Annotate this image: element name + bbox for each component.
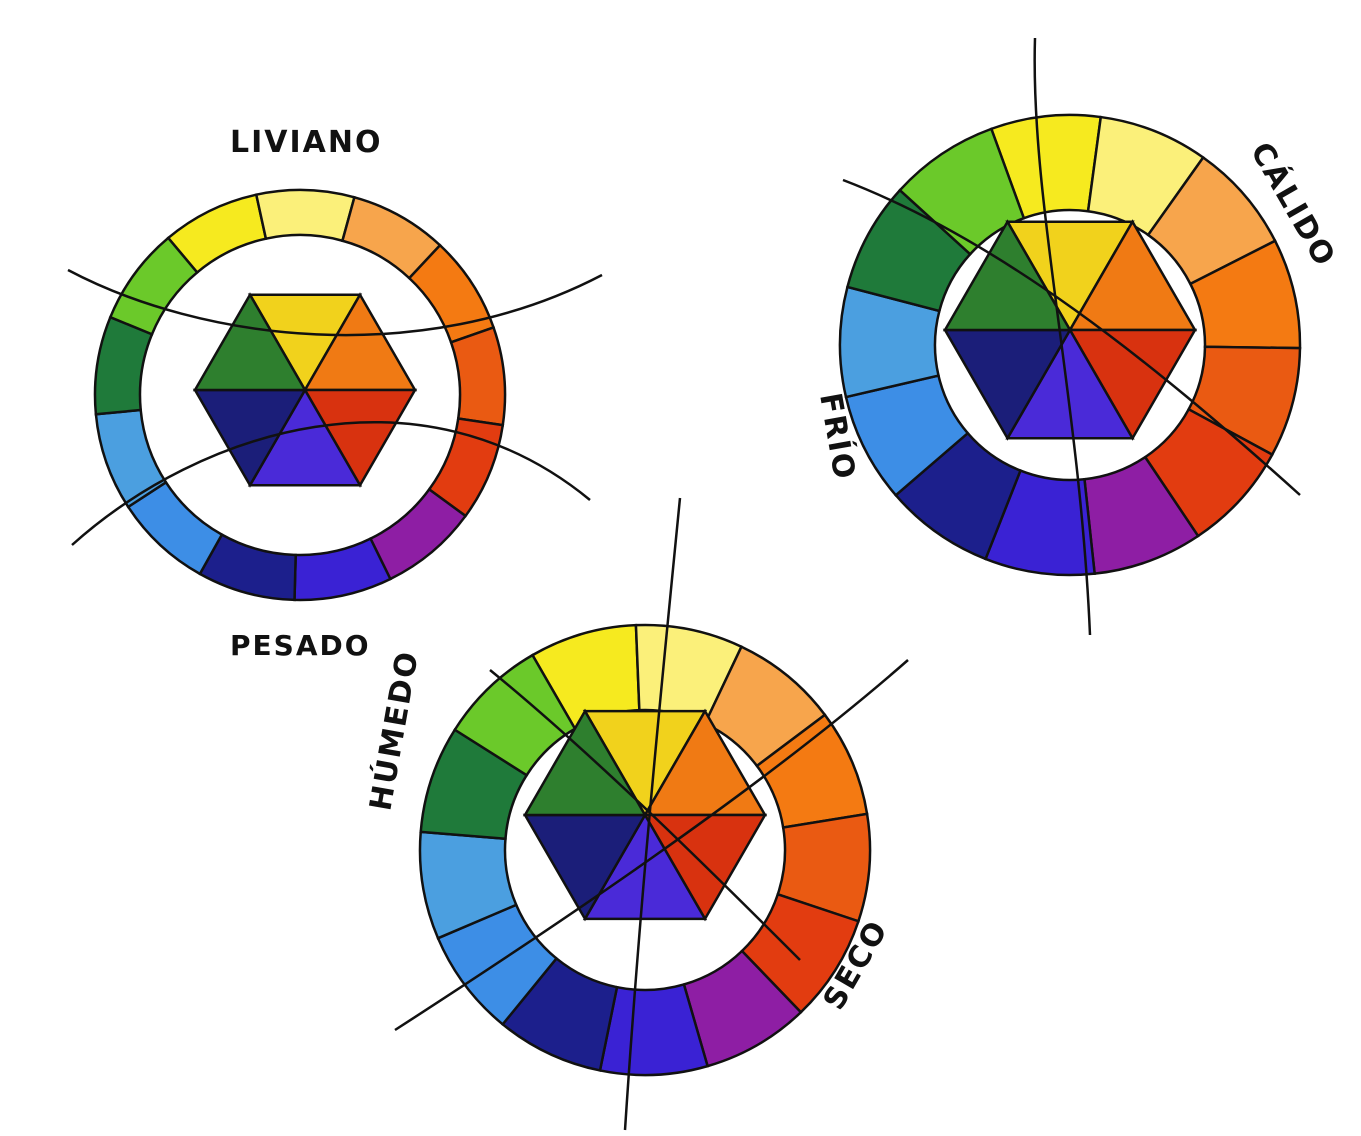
label-liviano: LIVIANO	[230, 125, 383, 160]
wheel-segment	[256, 190, 354, 241]
label-pesado: PESADO	[230, 629, 371, 662]
color-wheel-calido-frio	[840, 115, 1300, 575]
wheel-segment	[451, 327, 505, 425]
color-wheel-humedo-seco	[420, 625, 870, 1075]
wheel-segment	[294, 539, 390, 600]
label-humedo: HÚMEDO	[361, 647, 426, 813]
color-wheel-liviano-pesado	[95, 190, 505, 600]
